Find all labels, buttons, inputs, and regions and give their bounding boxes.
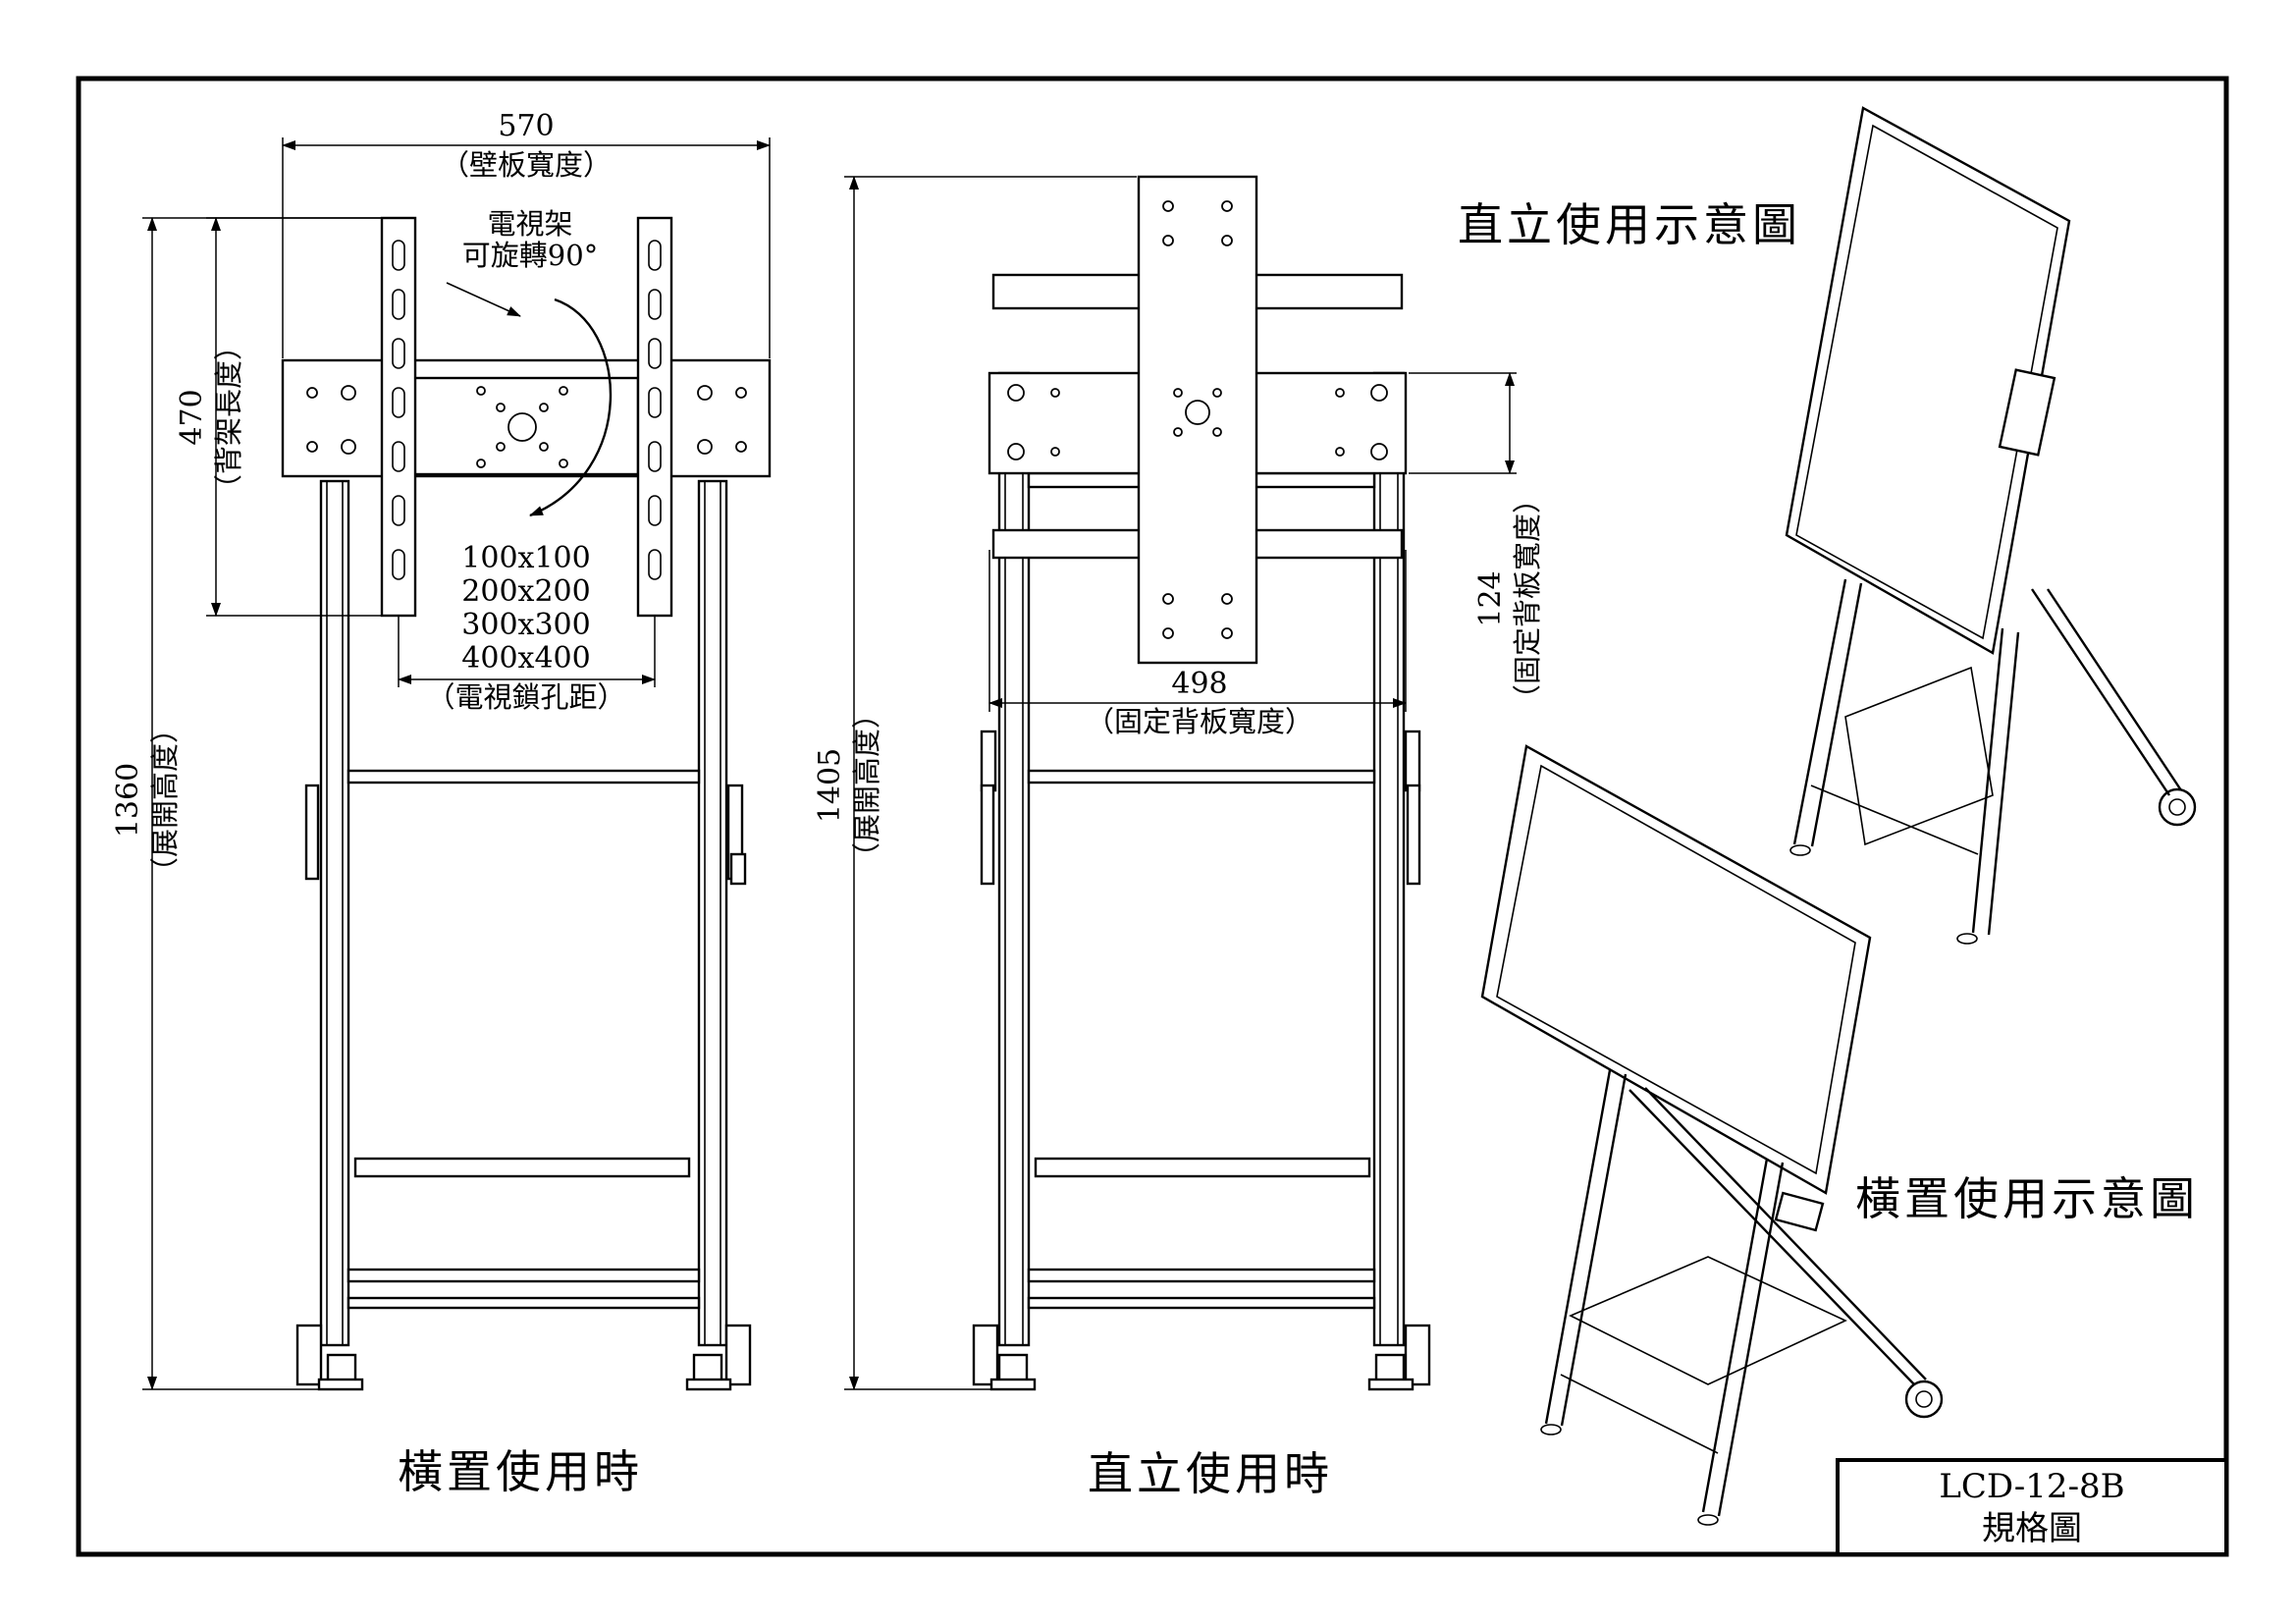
front-width-label: （壁板寬度） [441, 148, 612, 182]
model-number: LCD-12-8B [1939, 1467, 2124, 1506]
drawing-border [76, 76, 2229, 1557]
title-block: LCD-12-8B 規格圖 [1836, 1458, 2228, 1556]
portrait-height-label: （展開高度） [850, 700, 883, 871]
vesa-300: 300x300 [461, 608, 590, 642]
plate-dim-label: （固定背板寬度） [1511, 485, 1544, 713]
front-width-value: 570 [498, 109, 554, 143]
plate-dim-value: 124 [1473, 570, 1508, 626]
vesa-label: （電視鎖孔距） [426, 680, 625, 714]
front-view: 570 （壁板寬度） 電視架 可旋轉90° 470 （背架長度） 1360 （展… [111, 109, 772, 1498]
iso-portrait-illustration: 直立使用示意圖 [1458, 106, 2197, 945]
portrait-view: 1405 （展開高度） 498 （固定背板寬度） 124 （固定背板寬度） 直立… [813, 175, 1544, 1500]
iso-portrait-caption: 直立使用示意圖 [1458, 198, 1801, 251]
fixed-width-value: 498 [1171, 667, 1227, 701]
front-height-value: 1360 [111, 763, 145, 838]
sheet-name: 規格圖 [1982, 1509, 2082, 1548]
vesa-400: 400x400 [461, 641, 590, 676]
front-view-caption: 橫置使用時 [398, 1445, 643, 1498]
back-length-value: 470 [175, 389, 209, 445]
back-length-label: （背架長度） [212, 332, 245, 503]
iso-landscape-illustration: 橫置使用示意圖 [1480, 744, 2199, 1526]
iso-landscape-caption: 橫置使用示意圖 [1855, 1172, 2199, 1225]
front-height-label: （展開高度） [148, 715, 182, 886]
rotate-label-line2: 可旋轉90° [462, 239, 598, 272]
rotate-label-line1: 電視架 [487, 207, 572, 241]
vesa-100: 100x100 [461, 541, 590, 575]
portrait-height-value: 1405 [813, 748, 847, 823]
vesa-200: 200x200 [461, 574, 590, 609]
portrait-view-caption: 直立使用時 [1088, 1447, 1333, 1500]
fixed-width-label: （固定背板寬度） [1086, 705, 1313, 738]
